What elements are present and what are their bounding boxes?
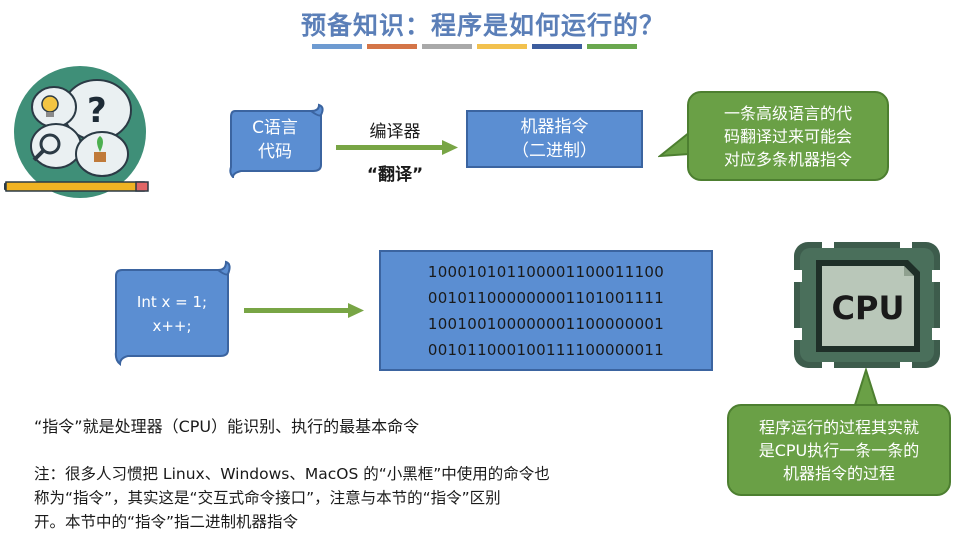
cpu-icon-label: CPU (832, 289, 905, 327)
c-code-label: C语言 代码 (233, 116, 317, 164)
machine-instruction-line1: 机器指令 (520, 117, 589, 137)
code-scroll-label: Int x = 1; x++; (120, 290, 224, 338)
note-line-1: 注：很多人习惯把 Linux、Windows、MacOS 的“小黑框”中使用的命… (34, 465, 550, 483)
compiler-arrow (336, 140, 458, 155)
instruction-definition: “指令”就是处理器（CPU）能识别、执行的最基本命令 (34, 417, 420, 436)
svg-text:?: ? (87, 91, 107, 131)
cpu-callout-line1: 程序运行的过程其实就 (758, 417, 919, 437)
cpu-icon: CPU (792, 240, 942, 370)
note-line-3: 开。本节中的“指令”指二进制机器指令 (34, 513, 299, 531)
c-code-scroll-shape (229, 103, 324, 178)
translate-label: “翻译” (366, 165, 424, 185)
top-callout-line1: 一条高级语言的代 (723, 103, 852, 123)
binary-line-1: 100010101100001100011100 (427, 262, 665, 281)
c-code-label-line2: 代码 (258, 142, 292, 162)
top-callout-line2: 码翻译过来可能会 (723, 126, 852, 146)
c-code-label-line1: C语言 (252, 118, 298, 138)
cpu-callout-line2: 是CPU执行一条一条的 (758, 440, 920, 460)
top-callout-line3: 对应多条机器指令 (723, 149, 852, 169)
binary-line-2: 001011000000001101001111 (427, 288, 665, 307)
note-block: 注：很多人习惯把 Linux、Windows、MacOS 的“小黑框”中使用的命… (34, 462, 714, 534)
note-line-2: 称为“指令”，其实这是“交互式命令接口”，注意与本节的“指令”区别 (34, 489, 501, 507)
machine-instruction-line2: （二进制） (512, 141, 597, 161)
cpu-callout-line3: 机器指令的过程 (782, 463, 895, 483)
code-line-1: Int x = 1; (136, 293, 208, 311)
title-color-bar-5 (532, 44, 582, 49)
title-color-bar-3 (422, 44, 472, 49)
compiler-label: 编译器 (369, 122, 421, 142)
title-color-bar-2 (367, 44, 417, 49)
title-color-bar-4 (477, 44, 527, 49)
compile-arrow (244, 303, 364, 318)
code-scroll-shape (114, 260, 231, 366)
code-line-2: x++; (152, 317, 192, 335)
slide-title: 预备知识：程序是如何运行的？ (300, 11, 665, 40)
cpu-callout-pointer (852, 368, 880, 408)
machine-instruction-box: 机器指令 （二进制） (466, 110, 643, 168)
top-callout: 一条高级语言的代 码翻译过来可能会 对应多条机器指令 (687, 91, 889, 181)
cpu-callout: 程序运行的过程其实就 是CPU执行一条一条的 机器指令的过程 (727, 404, 951, 496)
binary-line-3: 100100100000001100000001 (427, 314, 665, 333)
thinking-illustration: ? (4, 66, 149, 198)
binary-line-4: 001011000100111100000011 (427, 340, 665, 359)
title-color-bar-1 (312, 44, 362, 49)
title-color-bar-6 (587, 44, 637, 49)
binary-box: 100010101100001100011100 001011000000001… (379, 250, 713, 371)
